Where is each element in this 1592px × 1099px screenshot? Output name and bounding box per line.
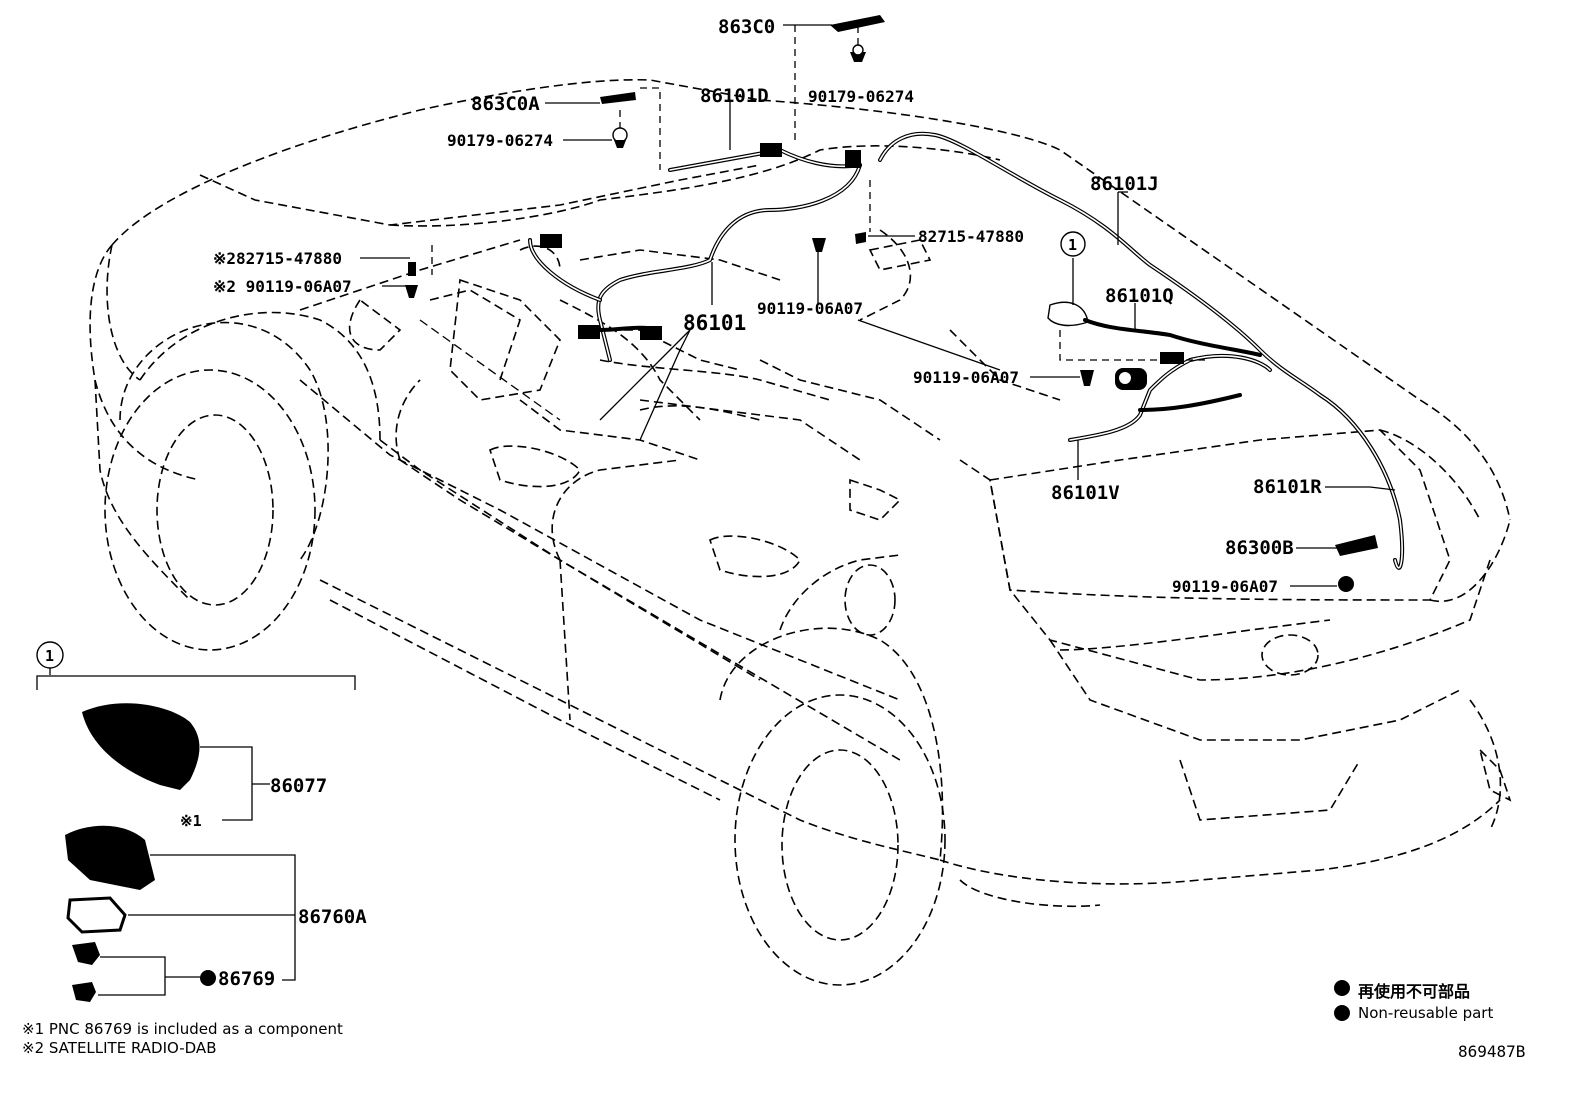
label-86101: 86101: [683, 311, 746, 335]
label-86101V: 86101V: [1051, 482, 1120, 504]
wire-harnesses: [528, 131, 1405, 570]
label-86077: 86077: [270, 775, 327, 797]
legend: [1334, 980, 1350, 1021]
label-90179-left: 90179-06274: [447, 131, 553, 150]
label-90119-rear: 90119-06A07: [1172, 577, 1278, 596]
legend-dot-2: [1334, 1005, 1350, 1021]
label-86101J: 86101J: [1090, 173, 1159, 195]
legend-dot-1: [1334, 980, 1350, 996]
label-86769: 86769: [218, 968, 275, 990]
label-863C0: 863C0: [718, 16, 775, 38]
ref-circle-1-text: 1: [1068, 236, 1077, 254]
detail-circle-text: 1: [45, 647, 54, 665]
callout-leaders: [360, 24, 1396, 587]
diagram-id: 869487B: [1458, 1042, 1526, 1061]
nut-upper-shape: [72, 942, 100, 965]
small-parts: [405, 15, 1378, 592]
label-90179-top: 90179-06274: [808, 87, 914, 106]
label-86101D: 86101D: [700, 85, 769, 107]
nut-lower-shape: [72, 982, 96, 1002]
detail-inset: 1 86077 ※1 86760A 86769: [36, 641, 367, 1002]
label-82715-right: 82715-47880: [918, 227, 1024, 246]
gasket-shape: [66, 896, 127, 934]
label-863C0A: 863C0A: [471, 93, 540, 115]
label-note-mark: ※1: [180, 812, 202, 830]
label-90119-center: 90119-06A07: [757, 299, 863, 318]
ref-circle-1: [1060, 231, 1086, 257]
label-86300B: 86300B: [1225, 537, 1294, 559]
legend-non-reusable-en: Non-reusable part: [1358, 1004, 1494, 1022]
vehicle-outline: [89, 78, 1512, 986]
label-90119-right: 90119-06A07: [913, 368, 1019, 387]
non-reusable-marker: [200, 970, 216, 986]
antenna-cover-shape: [82, 703, 200, 790]
label-86760A: 86760A: [298, 906, 367, 928]
label-90119-left: ※2 90119-06A07: [213, 277, 352, 296]
label-82715-left: ※282715-47880: [213, 249, 342, 268]
label-86101R: 86101R: [1253, 476, 1322, 498]
footnote-1: ※1 PNC 86769 is included as a component: [22, 1020, 343, 1038]
antenna-base-shape: [65, 825, 155, 890]
callout-labels: 863C0 90179-06274 863C0A 90179-06274 861…: [213, 16, 1322, 596]
footnote-2: ※2 SATELLITE RADIO-DAB: [22, 1039, 217, 1057]
label-86101Q: 86101Q: [1105, 285, 1174, 307]
legend-non-reusable-jp: 再使用不可部品: [1358, 982, 1471, 1001]
